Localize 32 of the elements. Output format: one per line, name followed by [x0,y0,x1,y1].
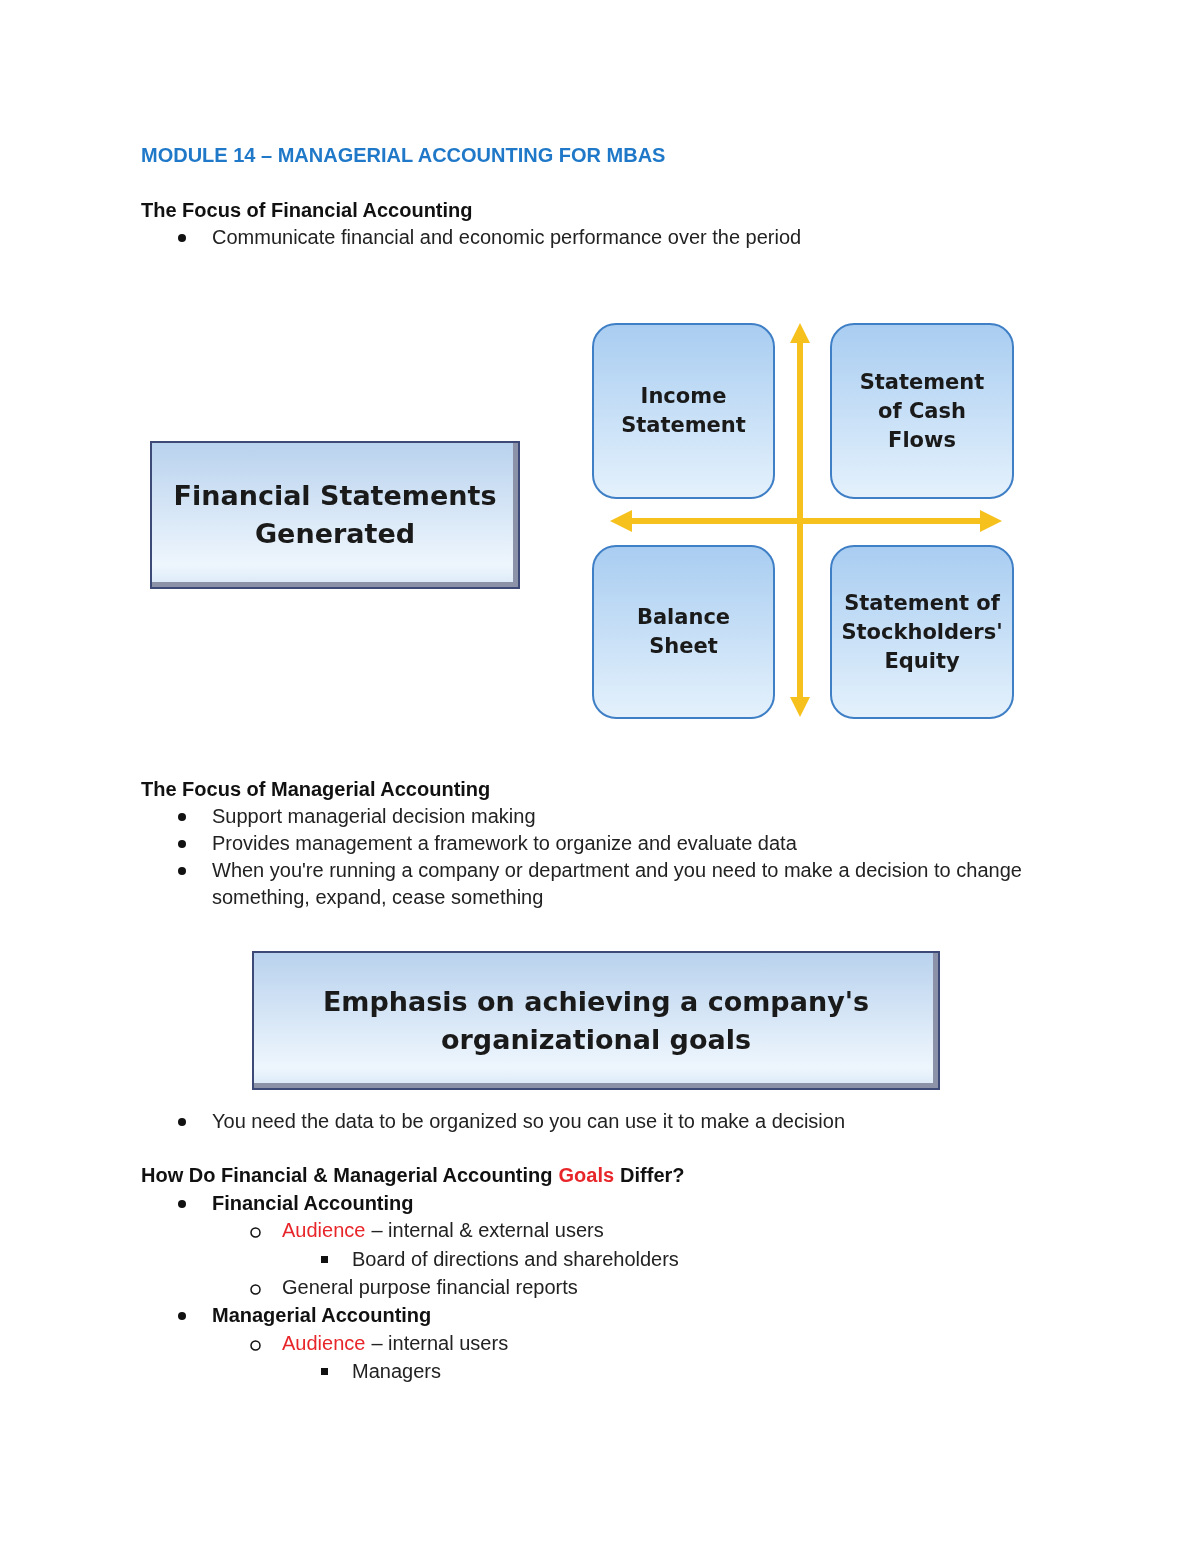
section-heading: Goals [558,1164,615,1186]
rounded-box [830,323,1014,499]
rounded-box [592,323,775,499]
box-label: Income Statement [620,383,747,439]
bullet-text: – internal users [371,1332,509,1354]
box-label: Financial Statements Generated [172,479,498,551]
bullet-text: – internal & external users [371,1219,604,1241]
bullet-text: Support managerial decision making [212,805,536,827]
section-heading: How Do Financial & Managerial Accounting [141,1164,553,1186]
box-label: Statement of Cash Flows [858,368,986,454]
bullet-text: Board of directions and shareholders [352,1248,679,1270]
process-box [252,951,940,1090]
box-label: Statement of Stockholders' Equity [841,589,1003,675]
box-label: Balance Sheet [635,604,732,660]
rounded-box [830,545,1014,719]
section-heading: The Focus of Managerial Accounting [141,778,491,800]
section-heading: Financial Accounting [212,1192,414,1214]
bullet-text: Communicate financial and economic performance over the period [212,226,802,248]
box-label: Emphasis on achieving a company's organizational goals [321,984,871,1057]
bullet-text: You need the data to be organized so you can use it to make a decision [212,1110,846,1132]
section-heading: The Focus of Financial Accounting [141,199,473,221]
bullet-text: Audience [282,1219,366,1241]
bullet-text: Managers [352,1360,441,1382]
process-box [150,441,520,589]
rounded-box [592,545,775,719]
section-heading: Managerial Accounting [212,1304,432,1326]
page-title: MODULE 14 – MANAGERIAL ACCOUNTING FOR MBAS [141,143,666,168]
bullet-text: General purpose financial reports [282,1276,578,1298]
bullet-text: When you're running a company or department and you need to make a decision to change something, expand, cease something [212,859,1022,908]
bullet-text: Provides management a framework to organize and evaluate data [212,832,797,854]
section-heading: Differ? [620,1164,685,1186]
bullet-text: Audience [282,1332,366,1354]
